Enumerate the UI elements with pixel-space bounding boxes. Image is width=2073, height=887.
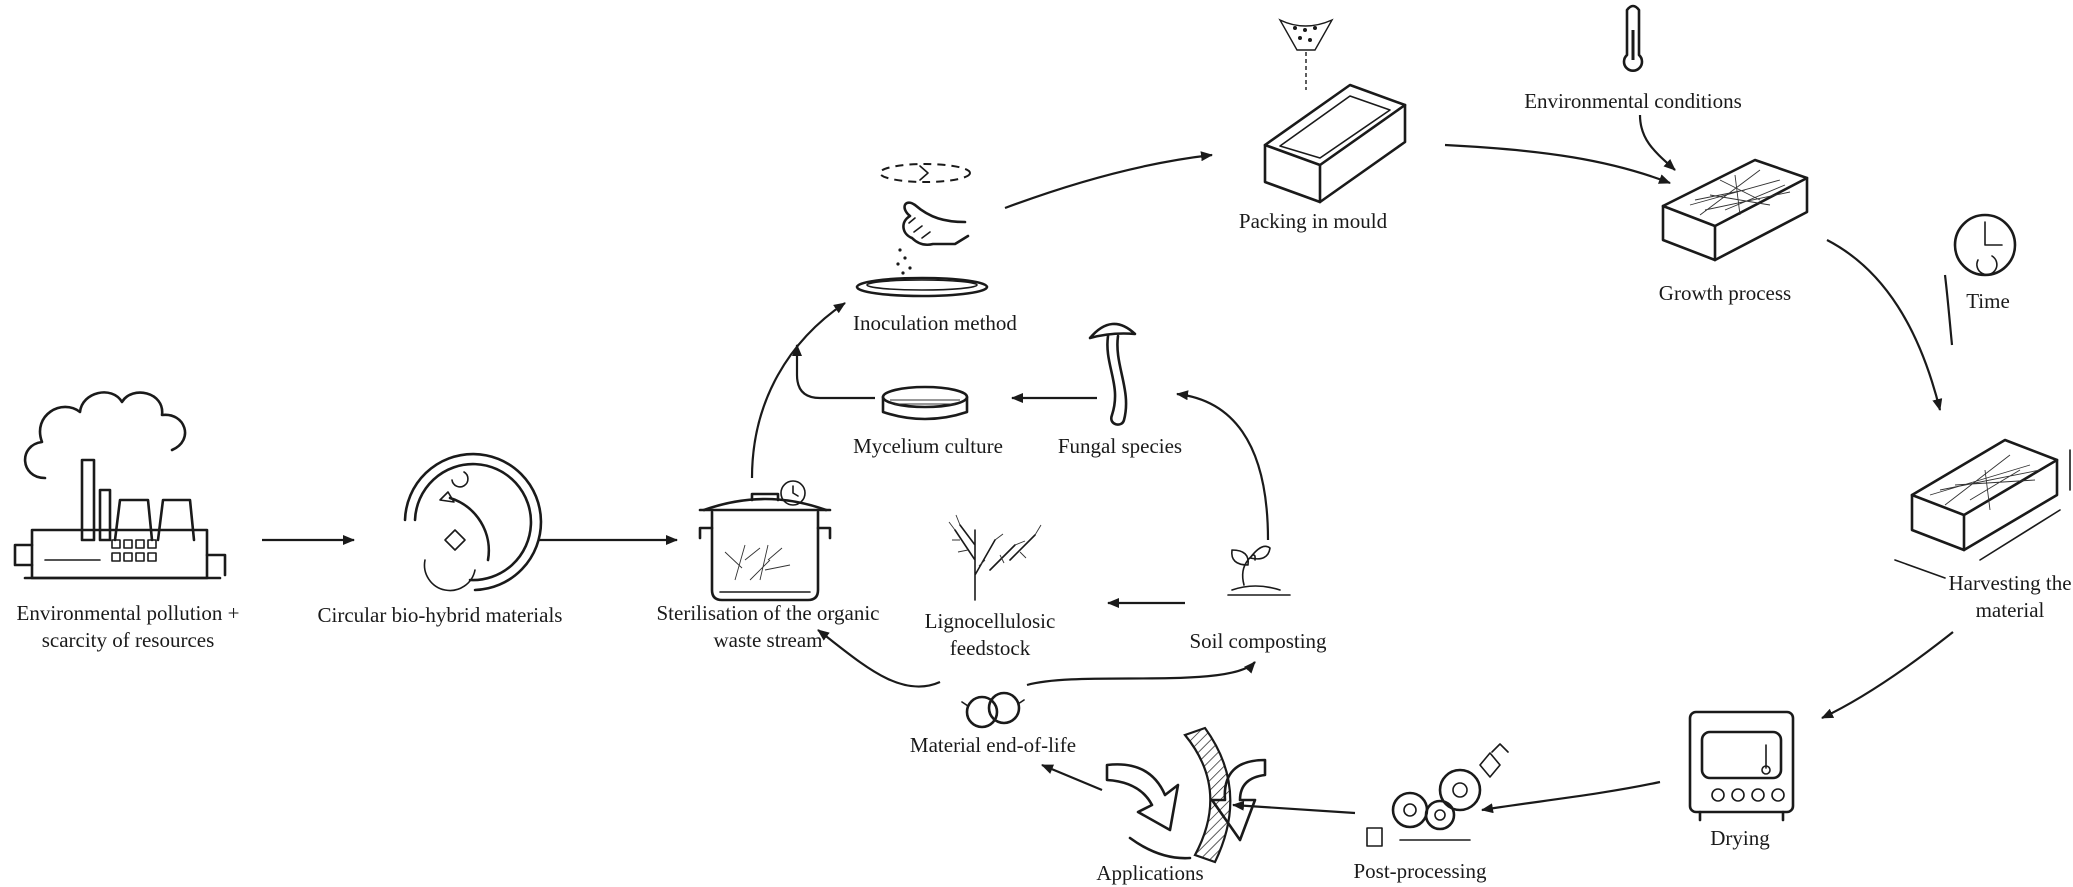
factory-icon	[13, 391, 227, 580]
label-circular: Circular bio-hybrid materials	[317, 603, 563, 627]
label-harvest: Harvesting the material	[1948, 570, 2071, 624]
label-time: Time	[1966, 289, 2010, 313]
curved-panel-icon	[1105, 726, 1267, 864]
label-harvest-line2: material	[1975, 598, 2045, 622]
label-packing: Packing in mould	[1238, 209, 1388, 233]
label-soil: Soil composting	[1189, 629, 1327, 653]
sprout-icon	[1227, 545, 1291, 596]
label-lignocellulosic-line2: feedstock	[949, 636, 1031, 660]
label-post-processing: Post-processing	[1353, 859, 1487, 883]
label-env-conditions: Environmental conditions	[1524, 89, 1742, 113]
label-pollution: Environmental pollution + scarcity of re…	[17, 600, 240, 654]
label-growth: Growth process	[1658, 281, 1792, 305]
flow-arrows	[262, 114, 1954, 815]
lignocellulosic-plant-icon	[948, 514, 1042, 601]
label-fungal: Fungal species	[1057, 434, 1183, 458]
arrow-sterilisation-to-inoculation	[750, 302, 846, 479]
arrow-postprocessing-to-applications	[1232, 800, 1356, 815]
label-drying: Drying	[1710, 826, 1770, 850]
arrow-packing-to-growth	[1444, 143, 1671, 185]
label-sterilisation-line2: waste stream	[713, 628, 823, 652]
arrow-growth-to-harvest	[1826, 239, 1943, 411]
arrow-inoculation-to-packing	[1004, 151, 1213, 210]
thermometer-icon	[1622, 4, 1644, 72]
arrow-clock-link	[1943, 274, 1954, 346]
label-sterilisation-line1: Sterilisation of the organic	[656, 601, 880, 625]
inoculation-hand-icon	[855, 163, 989, 298]
end-of-life-loops-icon	[961, 691, 1025, 729]
arrow-endoflife-to-sterilisation	[817, 629, 941, 688]
mould-box-icon	[1263, 18, 1407, 204]
label-lignocellulosic: Lignocellulosic feedstock	[925, 608, 1056, 662]
petri-dish-icon	[881, 385, 969, 421]
label-sterilisation: Sterilisation of the organic waste strea…	[657, 600, 880, 654]
label-harvest-line1: Harvesting the	[1948, 571, 2072, 595]
label-end-of-life: Material end-of-life	[909, 733, 1077, 757]
label-applications: Applications	[1096, 861, 1204, 885]
arrow-mycelium-to-inoculation	[792, 344, 875, 400]
clock-icon	[1953, 213, 2017, 277]
label-inoculation: Inoculation method	[853, 311, 1017, 335]
label-lignocellulosic-line1: Lignocellulosic	[924, 609, 1056, 633]
arrow-env-to-growth	[1638, 114, 1676, 171]
mycelium-brick-icon	[1661, 158, 1809, 262]
arrow-soil-to-fungal	[1176, 390, 1270, 541]
sterilisation-pot-icon	[698, 480, 832, 602]
rollers-icon	[1366, 743, 1509, 847]
arrow-applications-to-endoflife	[1041, 763, 1103, 792]
arrow-endoflife-to-soil	[1026, 661, 1256, 687]
mushroom-icon	[1088, 322, 1137, 426]
arrow-harvest-to-drying	[1821, 631, 1954, 719]
arrow-drying-to-postprocessing	[1481, 780, 1661, 814]
oven-icon	[1688, 710, 1795, 822]
label-pollution-line1: Environmental pollution +	[16, 601, 240, 625]
label-pollution-line2: scarcity of resources	[41, 628, 215, 652]
recycle-cycle-icon	[403, 452, 543, 592]
harvest-brick-icon	[1894, 438, 2071, 579]
label-mycelium: Mycelium culture	[853, 434, 1003, 458]
